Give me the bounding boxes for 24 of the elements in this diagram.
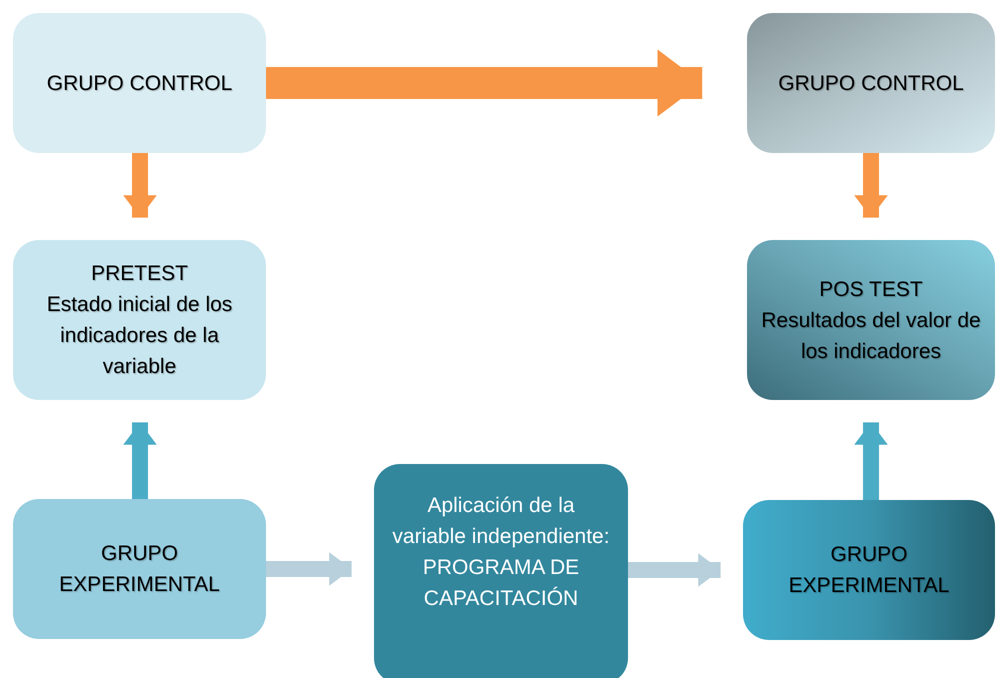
arrow: [854, 153, 888, 218]
process-box: [13, 240, 266, 400]
box-text: Aplicación de la variable independiente:: [391, 493, 611, 550]
box-text: PRETEST: [91, 261, 188, 287]
box-text: GRUPO CONTROL: [778, 70, 964, 96]
arrow: [628, 553, 721, 587]
arrow: [123, 422, 157, 499]
process-box: [747, 13, 995, 153]
process-box: [13, 13, 266, 153]
process-box: [743, 500, 995, 640]
arrow: [854, 422, 888, 500]
box-text: GRUPO CONTROL: [46, 70, 232, 96]
arrow: [123, 153, 157, 218]
arrow: [266, 49, 702, 117]
box-text: Resultados del valor de los indicadores: [761, 308, 981, 364]
process-box: [13, 499, 266, 639]
box-text: GRUPO EXPERIMENTAL: [58, 541, 221, 598]
box-text: PROGRAMA DE CAPACITACIÓN: [422, 555, 580, 612]
process-box: [747, 240, 995, 400]
box-text: GRUPO EXPERIMENTAL: [788, 542, 950, 599]
box-text: Estado inicial de los indicadores de la variable: [46, 292, 234, 380]
process-box: [374, 464, 628, 678]
arrow: [266, 552, 352, 586]
box-text: POS TEST: [819, 276, 923, 302]
